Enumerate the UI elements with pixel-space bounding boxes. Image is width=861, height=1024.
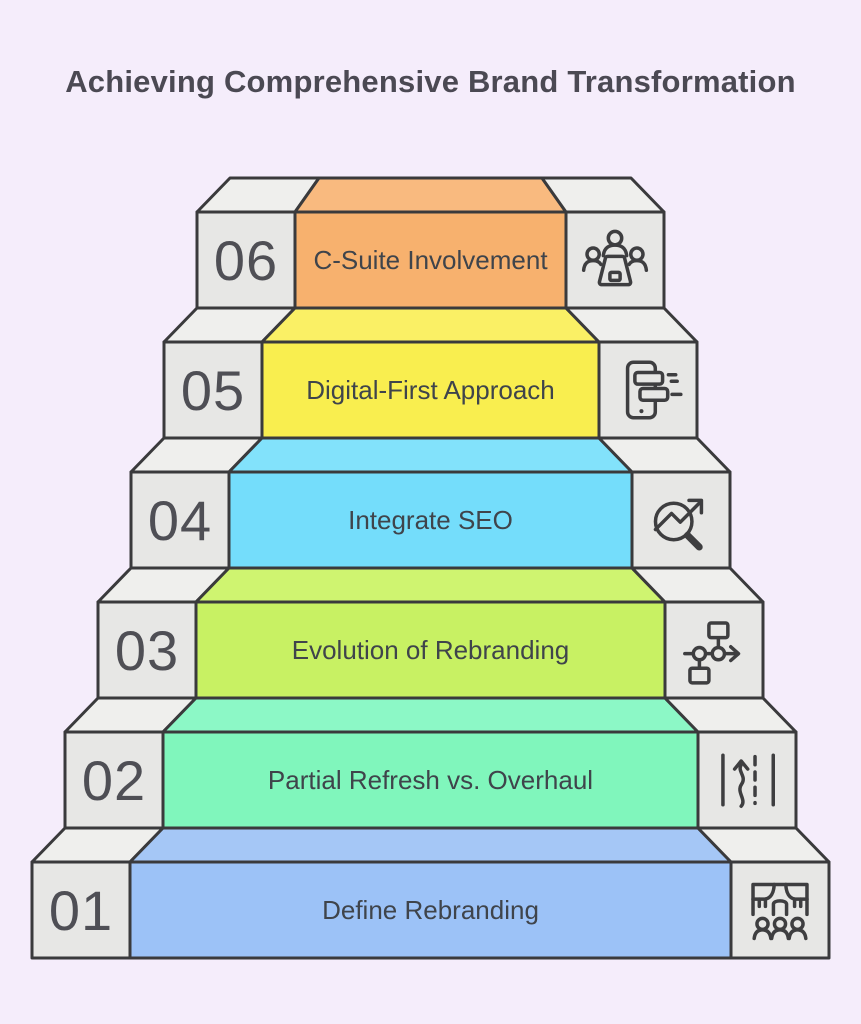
step-06-top-center-face	[293, 176, 568, 214]
step-01-label-bar	[128, 860, 733, 960]
step-01-label: Define Rebranding	[322, 894, 539, 925]
step-01-icon-box	[731, 862, 829, 958]
step-04-label: Integrate SEO	[348, 504, 513, 535]
step-06-label: C-Suite Involvement	[313, 244, 548, 275]
step-03-number-block	[96, 600, 198, 700]
step-01-shape	[30, 826, 831, 960]
meeting-icon	[581, 229, 649, 287]
step-04-number: 04	[147, 488, 213, 552]
step-05-label-bar	[260, 340, 601, 440]
step-01-icon-block	[729, 860, 831, 960]
mobile-content-icon	[625, 360, 683, 420]
step-01-top-center-face	[128, 826, 733, 864]
step-04-number-block	[129, 470, 231, 570]
seo-search-icon	[653, 498, 704, 551]
step-02-icon-box	[698, 732, 796, 828]
step-04-label-bar	[227, 470, 634, 570]
audience-stage-icon	[751, 882, 809, 941]
step-04-shape	[129, 436, 732, 570]
step-05-number-block	[162, 340, 264, 440]
step-06-icon-box	[566, 212, 664, 308]
lane-change-icon	[721, 753, 775, 808]
step-05-number: 05	[180, 358, 246, 422]
step-06-number: 06	[213, 228, 279, 292]
step-03-number: 03	[114, 618, 180, 682]
step-02-number: 02	[81, 748, 147, 812]
step-05-icon-box	[599, 342, 697, 438]
step-06-shape	[195, 176, 666, 310]
step-06-label-bar	[293, 210, 568, 310]
step-03-top-center-face	[194, 566, 667, 604]
step-02-icon-block	[696, 730, 798, 830]
step-02-number-block	[63, 730, 165, 830]
step-03-label-bar	[194, 600, 667, 700]
step-05-shape	[162, 306, 699, 440]
step-04-top-center-face	[227, 436, 634, 474]
page-title: Achieving Comprehensive Brand Transforma…	[65, 64, 796, 99]
step-02-top-center-face	[161, 696, 700, 734]
step-01-number: 01	[48, 878, 114, 942]
step-03-icon-box	[665, 602, 763, 698]
step-03-label: Evolution of Rebranding	[291, 634, 570, 665]
step-05-top-center-face	[260, 306, 601, 344]
step-05-label: Digital-First Approach	[306, 374, 555, 405]
step-02-shape	[63, 696, 798, 830]
flowchart-icon	[683, 621, 741, 685]
step-04-icon-box	[632, 472, 730, 568]
step-06-number-block	[195, 210, 297, 310]
step-02-label: Partial Refresh vs. Overhaul	[267, 764, 594, 795]
